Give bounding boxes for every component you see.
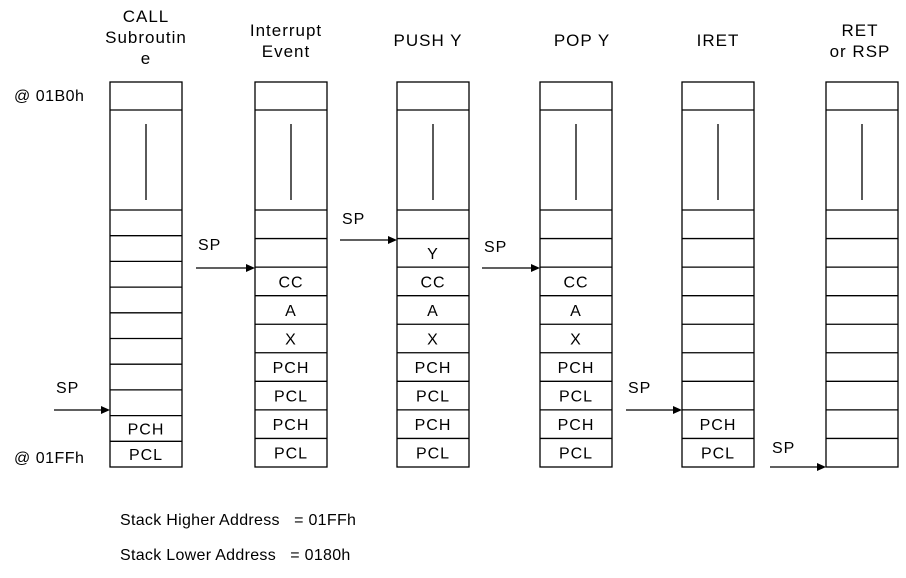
title-line: or RSP	[829, 42, 891, 61]
title-line: IRET	[696, 31, 740, 50]
stack-cell-label: Y	[427, 246, 439, 263]
sp-arrow-head	[817, 463, 826, 471]
stack-column: SP	[770, 81, 899, 471]
stack-cell-label: PCH	[415, 417, 452, 434]
sp-label: SP	[772, 440, 795, 457]
sp-label: SP	[198, 237, 221, 254]
title-line: POP Y	[553, 31, 611, 50]
sp-label: SP	[56, 380, 79, 397]
stack-cell-label: PCH	[415, 360, 452, 377]
column-title-interrupt: Interrupt Event	[226, 20, 346, 62]
stack-cell-label: PCH	[273, 360, 310, 377]
title-line: Interrupt	[249, 21, 323, 40]
sp-label: SP	[628, 380, 651, 397]
stack-cell-label: CC	[563, 274, 588, 291]
stack-column: CC AX PCH PCL PCH PCL SP	[482, 81, 613, 468]
stack-frame	[681, 81, 755, 468]
title-line: Event	[261, 42, 311, 61]
stack-cell-label: X	[427, 332, 439, 349]
stack-cell-label: PCL	[701, 446, 735, 463]
address-bottom-label: @ 01FFh	[14, 450, 85, 467]
title-line: RET	[841, 21, 879, 40]
stack-cell-label: PCH	[558, 417, 595, 434]
title-line: Subroutin	[105, 28, 187, 47]
column-title-call: CALL Subroutin e	[86, 6, 206, 69]
stack-cell-label: X	[285, 332, 297, 349]
title-line: e	[140, 49, 152, 68]
sp-arrow-head	[388, 236, 397, 244]
title-line: CALL	[122, 7, 170, 26]
stack-column: CC AX PCH PCL PCH PCL SP	[196, 81, 328, 468]
stack-column: Y CC AX PCH PCL PCH PCL SP	[340, 81, 470, 468]
sp-arrow-head	[531, 264, 540, 272]
stack-cell-label: A	[427, 303, 439, 320]
stack-cell-label: CC	[420, 274, 445, 291]
stack-cell-label: PCL	[416, 389, 450, 406]
stack-lower-address-note: Stack Lower Address = 0180h	[120, 547, 351, 564]
sp-arrow-head	[101, 406, 110, 414]
stack-cell-label: A	[285, 303, 297, 320]
sp-label: SP	[342, 211, 365, 228]
sp-arrow-head	[673, 406, 682, 414]
column-title-iret: IRET	[658, 30, 778, 51]
sp-label: SP	[484, 239, 507, 256]
column-title-ret-rsp: RET or RSP	[800, 20, 906, 62]
stack-cell-label: CC	[278, 274, 303, 291]
stack-higher-address-note: Stack Higher Address = 01FFh	[120, 512, 357, 529]
stack-cell-label: X	[570, 332, 582, 349]
stack-cell-label: PCL	[559, 446, 593, 463]
stack-column: PCH PCL SP	[54, 81, 183, 468]
stack-cell-label: PCH	[273, 417, 310, 434]
stack-cell-label: PCL	[129, 447, 163, 464]
column-title-push-y: PUSH Y	[368, 30, 488, 51]
column-title-pop-y: POP Y	[522, 30, 642, 51]
stack-cell-label: A	[570, 303, 582, 320]
stack-cell-label: PCH	[128, 421, 165, 438]
stack-cell-label: PCH	[558, 360, 595, 377]
stack-cell-label: PCL	[274, 446, 308, 463]
title-line: PUSH Y	[393, 31, 463, 50]
stack-column: PCH PCL SP	[626, 81, 755, 468]
stack-cell-label: PCL	[416, 446, 450, 463]
stack-cell-label: PCL	[274, 389, 308, 406]
address-top-label: @ 01B0h	[14, 88, 85, 105]
stack-cell-label: PCL	[559, 389, 593, 406]
stack-cell-label: PCH	[700, 417, 737, 434]
sp-arrow-head	[246, 264, 255, 272]
